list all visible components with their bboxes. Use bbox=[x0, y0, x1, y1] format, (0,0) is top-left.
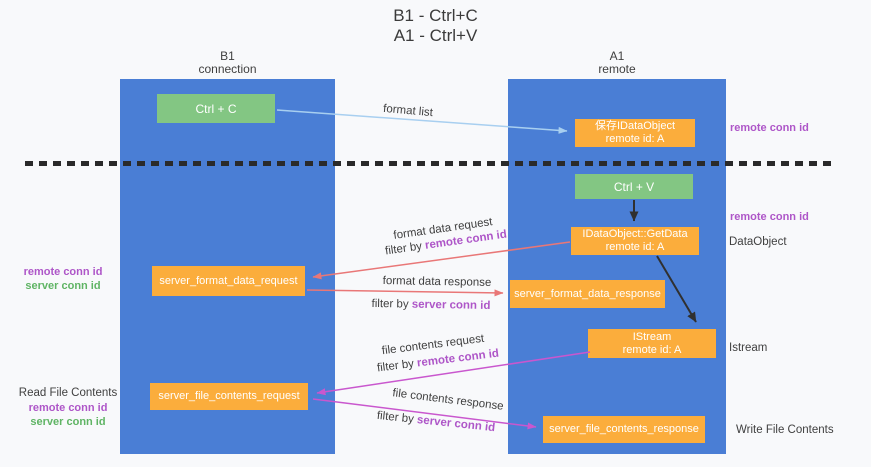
label-remote-conn-id-mid-right: remote conn id bbox=[730, 211, 809, 223]
node-getdata-line2: remote id: A bbox=[605, 241, 665, 253]
diagram-title: B1 - Ctrl+C A1 - Ctrl+V bbox=[0, 6, 871, 46]
node-server-file-contents-response: server_file_contents_response bbox=[543, 416, 705, 443]
node-istream-line2: remote id: A bbox=[622, 343, 682, 356]
label-remote-conn-id-bottom-left: remote conn id bbox=[28, 402, 108, 414]
label-dataobject: DataObject bbox=[729, 236, 787, 248]
lifeline-a1-subtitle: remote bbox=[598, 62, 636, 76]
node-server-file-contents-request: server_file_contents_request bbox=[150, 383, 308, 410]
title-line-1: B1 - Ctrl+C bbox=[393, 6, 478, 25]
title-line-2: A1 - Ctrl+V bbox=[393, 26, 478, 45]
node-server-format-data-response: server_format_data_response bbox=[510, 280, 665, 308]
filter-by-text: filter by bbox=[371, 297, 412, 311]
node-save-idataobject-line2: remote id: A bbox=[605, 133, 665, 145]
node-server-format-data-request: server_format_data_request bbox=[152, 266, 305, 296]
node-ctrl-v: Ctrl + V bbox=[575, 174, 693, 199]
flow-label-filter-server-2: filter by server conn id bbox=[376, 410, 495, 434]
label-read-file-contents: Read File Contents bbox=[18, 387, 118, 399]
label-istream: Istream bbox=[729, 342, 768, 354]
node-ctrl-c: Ctrl + C bbox=[157, 94, 275, 123]
filter-by-text: filter by bbox=[376, 409, 418, 426]
label-server-conn-id-bottom-left: server conn id bbox=[30, 416, 106, 428]
node-idataobject-getdata: IDataObject::GetData remote id: A bbox=[571, 227, 699, 255]
arrow-format-data-response bbox=[306, 289, 504, 297]
label-remote-conn-id-top-right: remote conn id bbox=[730, 122, 809, 134]
node-getdata-line1: IDataObject::GetData bbox=[582, 228, 688, 240]
flow-label-file-contents-response: file contents response bbox=[391, 387, 505, 413]
label-group-conn-ids-left: remote conn id server conn id bbox=[18, 265, 108, 293]
node-istream: IStream remote id: A bbox=[588, 329, 716, 358]
machine-boundary-dashed-line bbox=[25, 161, 833, 166]
server-conn-id-text: server conn id bbox=[416, 414, 496, 435]
lifeline-header-a1: A1 remote bbox=[508, 50, 726, 76]
flow-label-format-data-response: format data response bbox=[382, 275, 492, 289]
lifeline-header-b1: B1 connection bbox=[120, 50, 335, 76]
node-save-idataobject-line1: 保存IDataObject bbox=[594, 120, 676, 132]
node-istream-line1: IStream bbox=[632, 330, 672, 343]
filter-by-text: filter by bbox=[384, 239, 426, 258]
node-save-idataobject: 保存IDataObject remote id: A bbox=[575, 119, 695, 147]
lifeline-b1-title: B1 bbox=[220, 49, 235, 63]
label-server-conn-id-left: server conn id bbox=[25, 280, 101, 292]
flow-label-filter-server-1: filter by server conn id bbox=[371, 298, 490, 312]
label-write-file-contents: Write File Contents bbox=[736, 424, 834, 436]
server-conn-id-text: server conn id bbox=[411, 298, 491, 313]
flow-label-format-list: format list bbox=[382, 102, 434, 120]
label-group-conn-ids-bottom-left: remote conn id server conn id bbox=[18, 401, 118, 429]
filter-by-text: filter by bbox=[376, 357, 418, 375]
lifeline-a1-title: A1 bbox=[609, 49, 625, 63]
lifeline-b1-subtitle: connection bbox=[198, 62, 257, 76]
label-remote-conn-id-left: remote conn id bbox=[23, 266, 103, 278]
